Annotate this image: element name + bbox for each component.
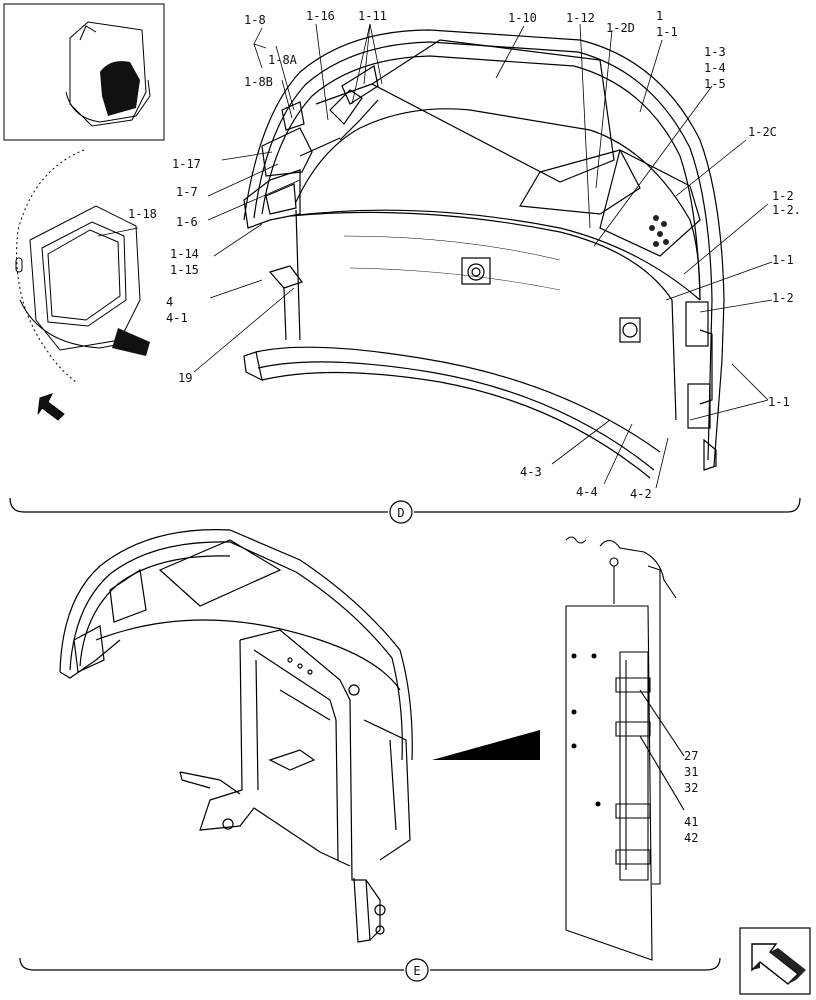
callout-1-8: 1-8 [244,13,266,27]
callout-1-1-top: 1-1 [656,25,678,39]
view-e-fender [59,529,413,943]
callout-1-3: 1-3 [704,45,726,59]
callout-1-5: 1-5 [704,77,726,91]
callout-1-15: 1-15 [170,263,199,277]
callout-1-2-b: 1-2 [772,291,794,305]
direction-arrow-icon [37,393,65,421]
view-label-e: E [413,964,420,978]
view-d-callouts: 1-8 1-8A 1-8B 1-16 1-11 1-10 1-12 1-2D 1… [128,9,801,501]
callout-1-1-low: 1-1 [768,395,790,409]
callout-27: 27 [684,749,698,763]
callout-1-11: 1-11 [358,9,387,23]
callout-1-16: 1-16 [306,9,335,23]
callout-41: 41 [684,815,698,829]
view-e-pointer [432,730,540,760]
callout-1-18: 1-18 [128,207,157,221]
callout-1-7: 1-7 [176,185,198,199]
callout-1: 1 [656,9,663,23]
callout-1-12: 1-12 [566,11,595,25]
callout-1-4: 1-4 [704,61,726,75]
callout-1-2c: 1-2C [748,125,777,139]
view-d-fender [243,29,725,479]
callout-4-3: 4-3 [520,465,542,479]
callout-4: 4 [166,295,173,309]
view-e-bracket [19,957,721,982]
callout-1-2-dot: 1-2. [772,203,801,217]
callout-1-6: 1-6 [176,215,198,229]
callout-19: 19 [178,371,192,385]
callout-1-2d: 1-2D [606,21,635,35]
callout-4-4: 4-4 [576,485,598,499]
callout-1-17: 1-17 [172,157,201,171]
view-e-detail [565,536,685,961]
inset-thumbnail [3,3,165,141]
callout-32: 32 [684,781,698,795]
view-e-callouts: 27 31 32 41 42 [684,749,698,845]
callout-1-8a: 1-8A [268,53,298,67]
view-d-leaders [97,23,773,489]
callout-4-2: 4-2 [630,487,652,501]
callout-42: 42 [684,831,698,845]
callout-4-1: 4-1 [166,311,188,325]
callout-31: 31 [684,765,698,779]
callout-1-10: 1-10 [508,11,537,25]
detail-circle [15,149,150,383]
callout-1-8b: 1-8B [244,75,273,89]
callout-1-1-mid: 1-1 [772,253,794,267]
view-label-d: D [397,506,404,520]
callout-1-2-a: 1-2 [772,189,794,203]
callout-1-14: 1-14 [170,247,199,261]
view-d-bracket [9,497,801,524]
next-page-arrow-icon[interactable] [739,927,811,995]
